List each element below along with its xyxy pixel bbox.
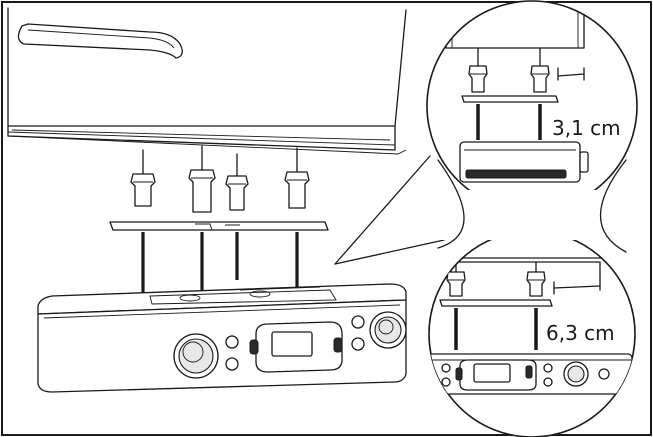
detail-bottom-radio: [429, 353, 633, 395]
detail-bottom-spacer-left: [446, 261, 466, 297]
button-l2: [225, 357, 239, 371]
detail-top-spacer-left: [468, 47, 488, 93]
long-screws: [141, 232, 299, 296]
detail-top-radio: [459, 141, 589, 183]
detail-bottom-spacer-right: [526, 261, 546, 297]
mounting-plate: [109, 221, 329, 231]
display-panel: [249, 321, 343, 373]
screws-and-spacers: [130, 145, 310, 213]
spacer-4: [284, 147, 310, 209]
detail-top: [445, 1, 589, 183]
button-l1: [225, 335, 239, 349]
detail-bottom: [429, 257, 635, 395]
spacer-3: [225, 153, 249, 211]
right-tuning-knob: [369, 311, 407, 349]
detail-top-dimension-label: 3,1 cm: [552, 116, 621, 140]
detail-bottom-dimension-label: 6,3 cm: [546, 321, 615, 345]
button-r2: [351, 337, 365, 351]
cabinet: [7, 7, 407, 155]
spacer-1: [130, 149, 156, 207]
cabinet-handle: [17, 23, 183, 59]
left-volume-knob: [173, 333, 219, 379]
spacer-2: [188, 145, 216, 213]
radio-unit: [37, 283, 407, 393]
callout-lines: [334, 155, 445, 265]
detail-top-spacer-right: [530, 47, 550, 93]
button-r1: [351, 315, 365, 329]
